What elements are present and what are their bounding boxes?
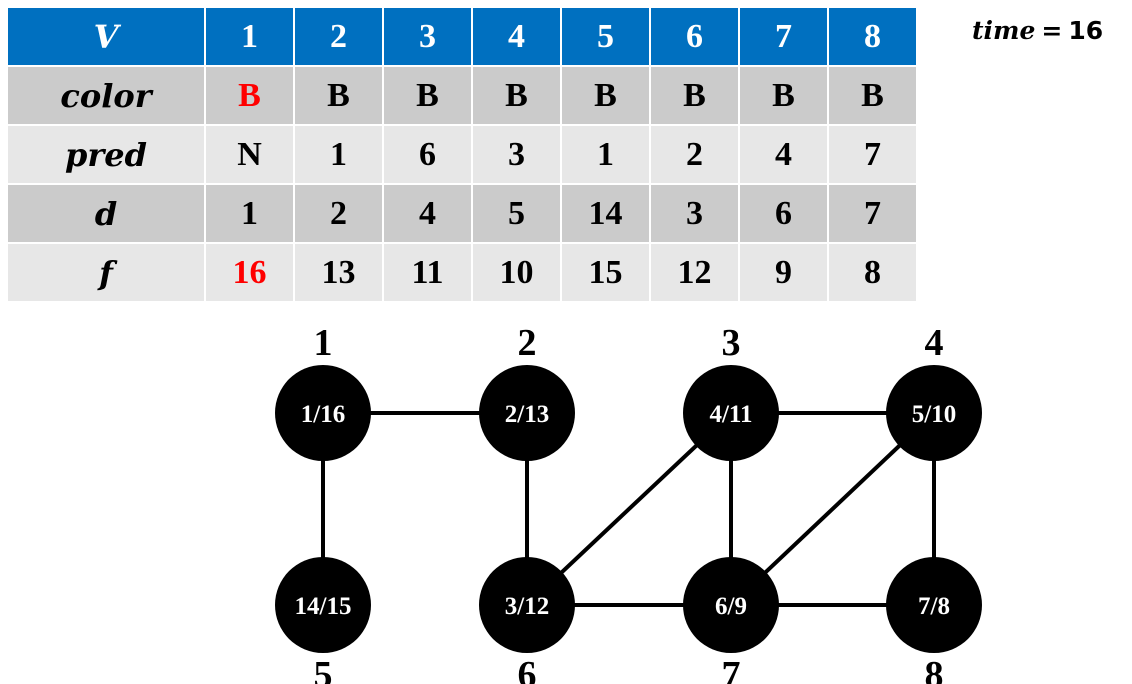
finish-cell: 16 xyxy=(204,242,295,303)
dfs-state-table: V 1 2 3 4 5 6 7 8 color B B B B B B B B xyxy=(6,6,918,303)
discovery-cell: 14 xyxy=(560,183,651,244)
color-cell: B xyxy=(382,65,473,126)
color-cell: B xyxy=(204,65,295,126)
discovery-cell: 6 xyxy=(738,183,829,244)
graph-vertex-label-5: 5 xyxy=(314,654,333,684)
vertex-header-cell: 1 xyxy=(204,6,295,67)
finish-cell: 8 xyxy=(827,242,918,303)
pred-cell: 6 xyxy=(382,124,473,185)
discovery-row-label: d xyxy=(6,183,206,244)
finish-cell: 12 xyxy=(649,242,740,303)
time-variable: time xyxy=(972,16,1036,45)
color-row: color B B B B B B B B xyxy=(6,65,918,126)
color-cell: B xyxy=(738,65,829,126)
pred-row-label: pred xyxy=(6,124,206,185)
vertex-header-cell: 3 xyxy=(382,6,473,67)
pred-cell: 4 xyxy=(738,124,829,185)
finish-cell: 9 xyxy=(738,242,829,303)
pred-cell: 3 xyxy=(471,124,562,185)
graph-node-times-8: 7/8 xyxy=(918,593,950,620)
vertex-header-cell: 4 xyxy=(471,6,562,67)
discovery-cell: 2 xyxy=(293,183,384,244)
pred-cell: 1 xyxy=(560,124,651,185)
discovery-row: d 1 2 4 5 14 3 6 7 xyxy=(6,183,918,244)
graph-nodes: 1/16 1 2/13 2 4/11 3 5/10 4 14/15 5 3/12 6 6/9 7 7/8 8 xyxy=(275,322,982,684)
graph-node-1 xyxy=(275,365,371,461)
graph-node-5 xyxy=(275,557,371,653)
pred-cell: 2 xyxy=(649,124,740,185)
finish-cell: 11 xyxy=(382,242,473,303)
color-cell: B xyxy=(649,65,740,126)
vertex-header-row: V 1 2 3 4 5 6 7 8 xyxy=(6,6,918,67)
discovery-cell: 1 xyxy=(204,183,295,244)
finish-cell: 13 xyxy=(293,242,384,303)
pred-row: pred N 1 6 3 1 2 4 7 xyxy=(6,124,918,185)
finish-cell: 15 xyxy=(560,242,651,303)
vertex-header-cell: 8 xyxy=(827,6,918,67)
graph-node-4 xyxy=(886,365,982,461)
discovery-cell: 7 xyxy=(827,183,918,244)
vertex-header-cell: 2 xyxy=(293,6,384,67)
graph-vertex-label-2: 2 xyxy=(518,322,537,364)
color-cell: B xyxy=(293,65,384,126)
graph-vertex-label-7: 7 xyxy=(722,654,741,684)
color-row-label: color xyxy=(6,65,206,126)
vertex-header-cell: 7 xyxy=(738,6,829,67)
pred-cell: 7 xyxy=(827,124,918,185)
graph-node-times-3: 4/11 xyxy=(709,401,752,428)
graph-node-times-1: 1/16 xyxy=(301,401,345,428)
graph-node-3 xyxy=(683,365,779,461)
pred-cell: N xyxy=(204,124,295,185)
graph-node-7 xyxy=(683,557,779,653)
graph-vertex-label-8: 8 xyxy=(925,654,944,684)
vertex-header-cell: 5 xyxy=(560,6,651,67)
graph-vertex-label-6: 6 xyxy=(518,654,537,684)
finish-row: f 16 13 11 10 15 12 9 8 xyxy=(6,242,918,303)
time-value: 16 xyxy=(1068,16,1104,45)
time-counter: time=16 xyxy=(972,16,1103,45)
finish-cell: 10 xyxy=(471,242,562,303)
discovery-cell: 4 xyxy=(382,183,473,244)
discovery-cell: 5 xyxy=(471,183,562,244)
pred-cell: 1 xyxy=(293,124,384,185)
graph-vertex-label-1: 1 xyxy=(314,322,333,364)
color-cell: B xyxy=(471,65,562,126)
discovery-cell: 3 xyxy=(649,183,740,244)
graph-node-6 xyxy=(479,557,575,653)
graph-vertex-label-3: 3 xyxy=(722,322,741,364)
graph-node-times-2: 2/13 xyxy=(505,401,549,428)
graph-node-8 xyxy=(886,557,982,653)
graph-edges xyxy=(321,411,936,607)
vertex-header-label: V xyxy=(6,6,206,67)
graph-node-2 xyxy=(479,365,575,461)
graph-vertex-label-4: 4 xyxy=(925,322,944,364)
color-cell: B xyxy=(827,65,918,126)
graph-node-times-5: 14/15 xyxy=(295,593,352,620)
time-equals: = xyxy=(1041,16,1063,45)
graph-node-times-6: 3/12 xyxy=(505,593,549,620)
graph-node-times-7: 6/9 xyxy=(715,593,747,620)
finish-row-label: f xyxy=(6,242,206,303)
vertex-header-cell: 6 xyxy=(649,6,740,67)
graph-node-times-4: 5/10 xyxy=(912,401,956,428)
color-cell: B xyxy=(560,65,651,126)
